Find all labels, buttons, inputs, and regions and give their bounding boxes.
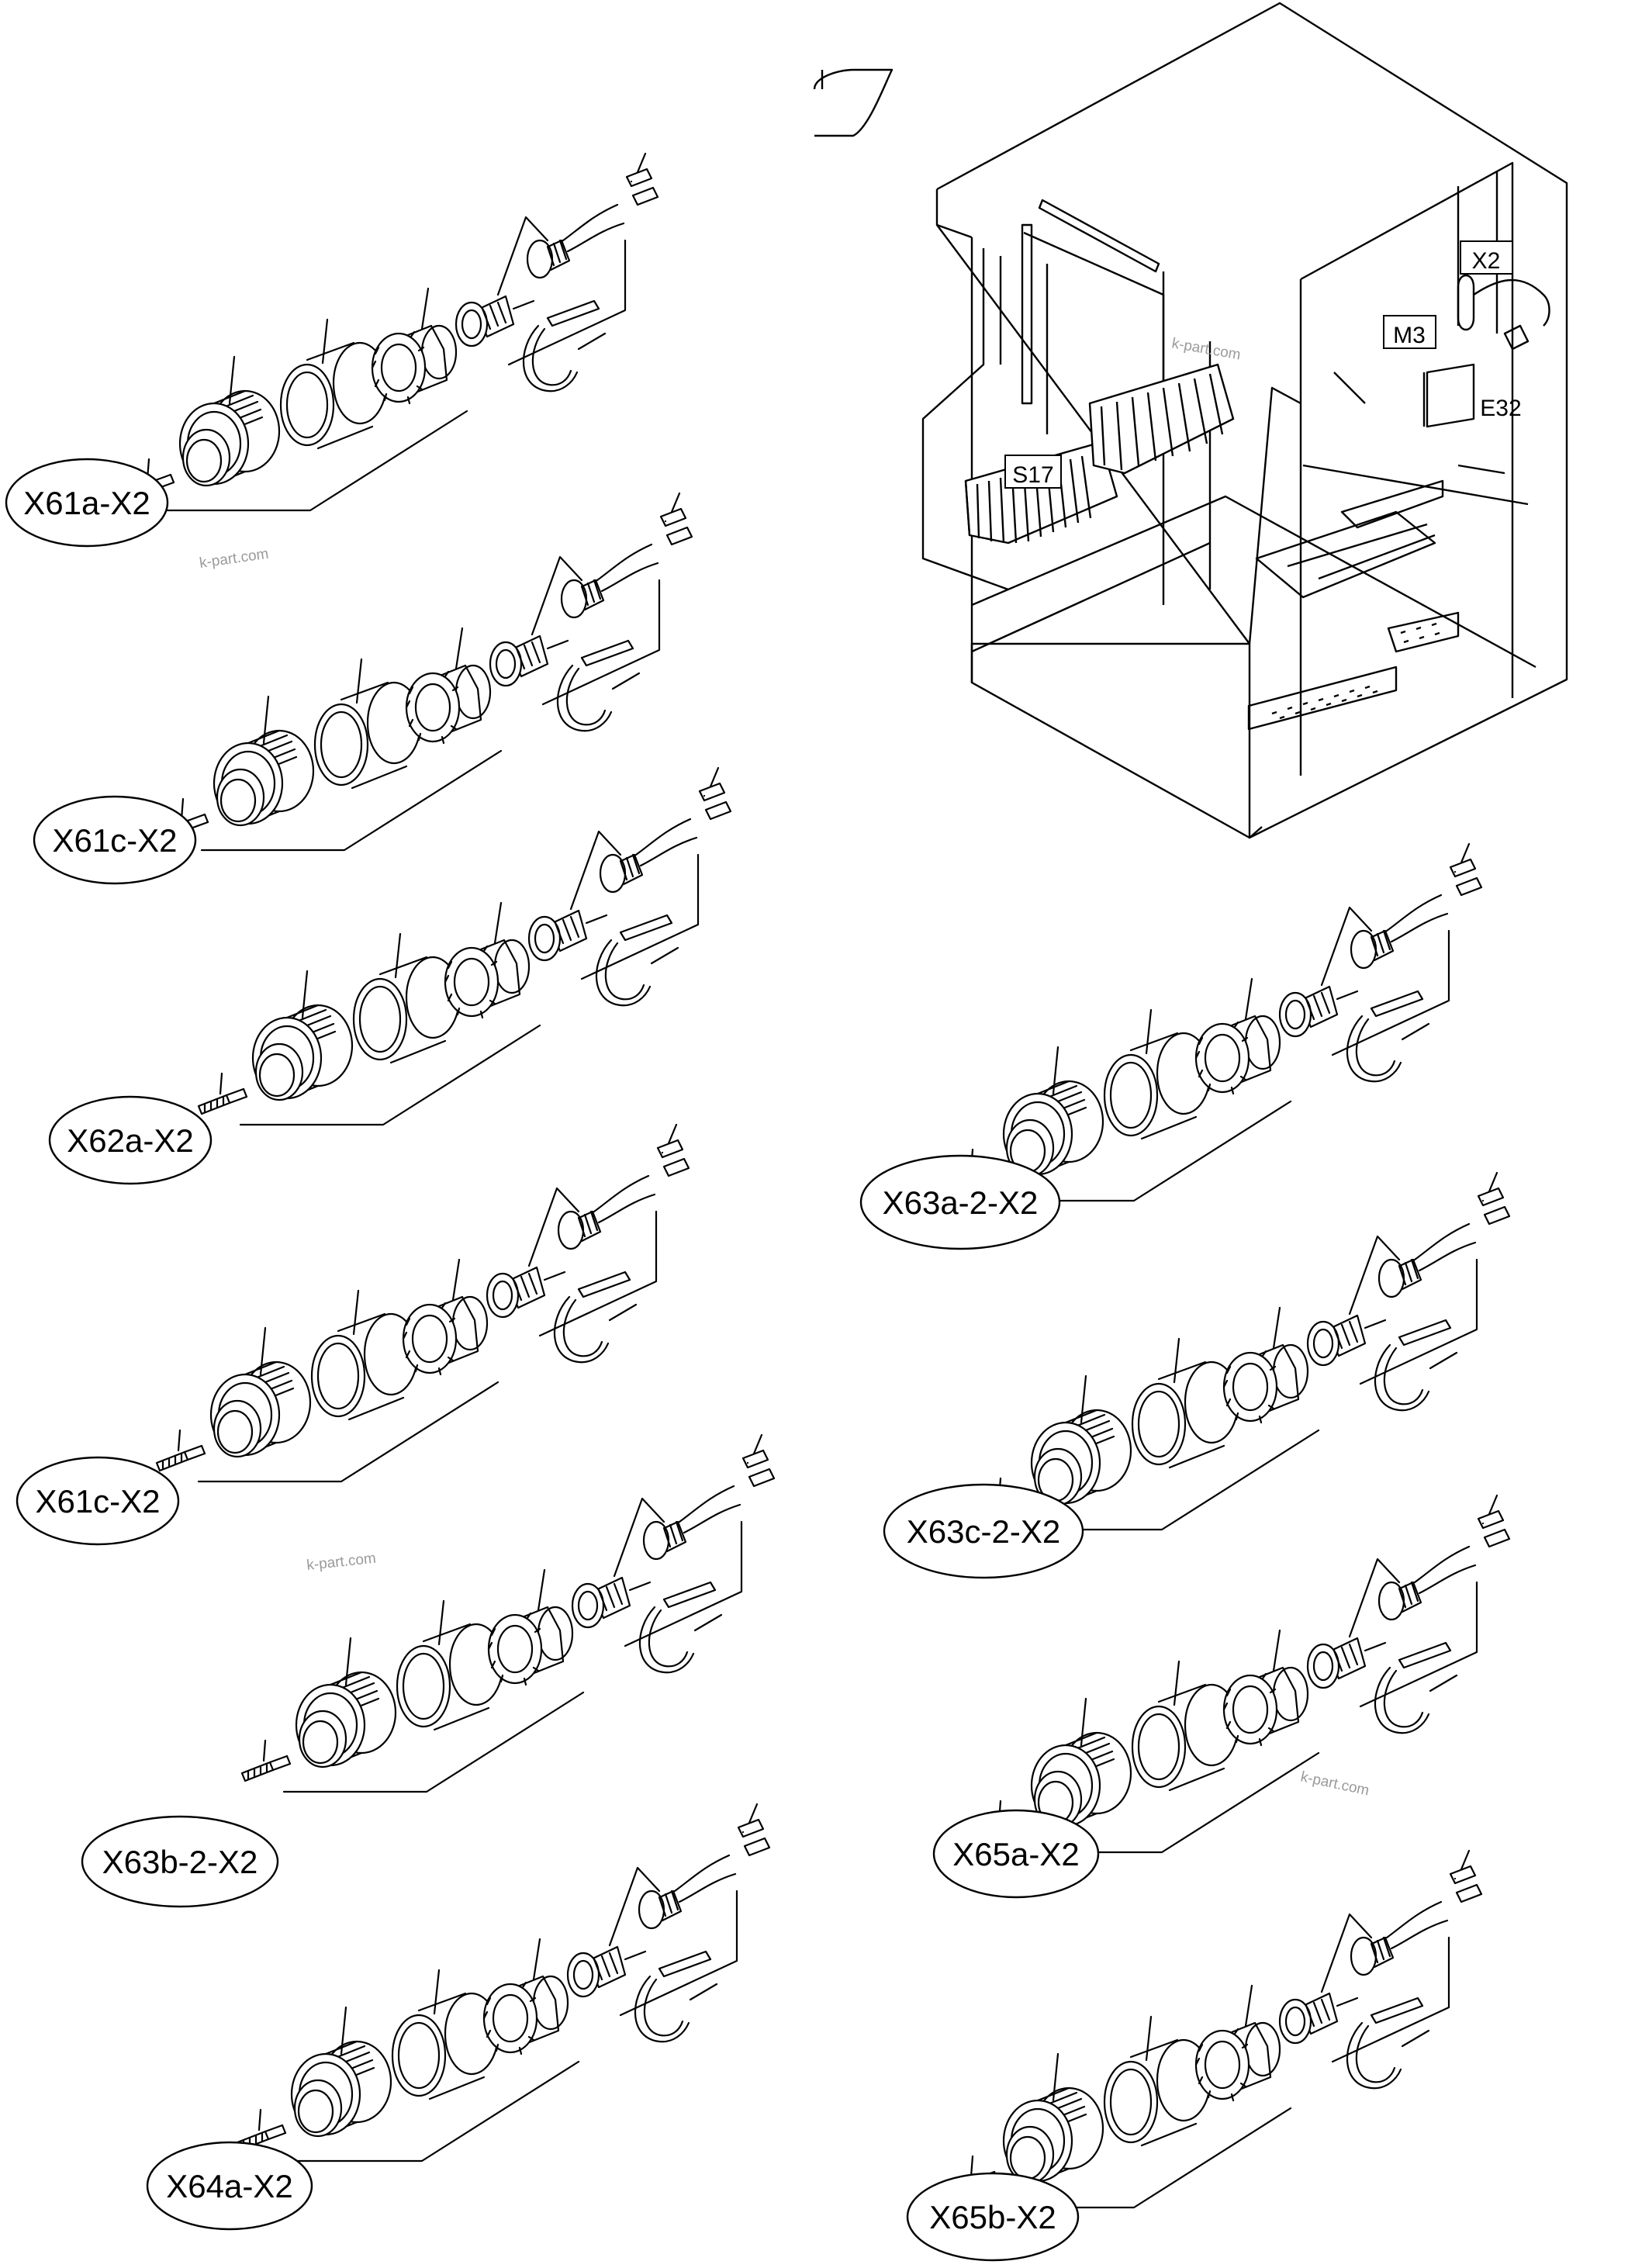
assembly-10: X65b-X2 — [906, 1849, 1483, 2262]
assembly-9: X65a-X2 — [932, 1494, 1511, 1899]
assembly-8: X63c-2-X2 — [883, 1171, 1511, 1579]
assembly-label: X61c-X2 — [52, 822, 177, 859]
assembly-label: X63b-2-X2 — [102, 1844, 258, 1880]
assembly-label: X63a-2-X2 — [883, 1184, 1039, 1221]
watermark: k-part.com — [1170, 335, 1242, 363]
label-s17: S17 — [1012, 462, 1053, 488]
assembly-label: X64a-X2 — [166, 2168, 292, 2204]
assembly-4: X61c-X2 — [16, 1123, 690, 1546]
assembly-label: X63c-2-X2 — [907, 1513, 1060, 1550]
assembly-3: X62a-X2 — [48, 766, 732, 1185]
assembly-1: X61a-X2 — [5, 152, 659, 548]
assembly-2: X61c-X2 — [33, 492, 693, 885]
label-m3: M3 — [1393, 323, 1426, 348]
assembly-5: X63b-2-X2 — [81, 1433, 776, 1908]
label-e32: E32 — [1480, 396, 1521, 421]
watermark: k-part.com — [1299, 1768, 1371, 1799]
assembly-label: X65b-X2 — [929, 2199, 1056, 2235]
assembly-label: X61a-X2 — [23, 485, 150, 521]
assembly-label: X62a-X2 — [67, 1122, 193, 1159]
label-x2: X2 — [1472, 248, 1501, 274]
watermark: k-part.com — [199, 546, 270, 572]
cabinet-labels: X2 M3 E32 S17 — [1004, 240, 1522, 489]
assembly-7: X63a-2-X2 — [859, 842, 1483, 1250]
assembly-label: X65a-X2 — [952, 1836, 1079, 1872]
cabinet-illustration — [813, 2, 1568, 839]
assembly-label: X61c-X2 — [35, 1483, 160, 1519]
assembly-6: X64a-X2 — [146, 1803, 771, 2231]
watermark: k-part.com — [306, 1551, 376, 1574]
